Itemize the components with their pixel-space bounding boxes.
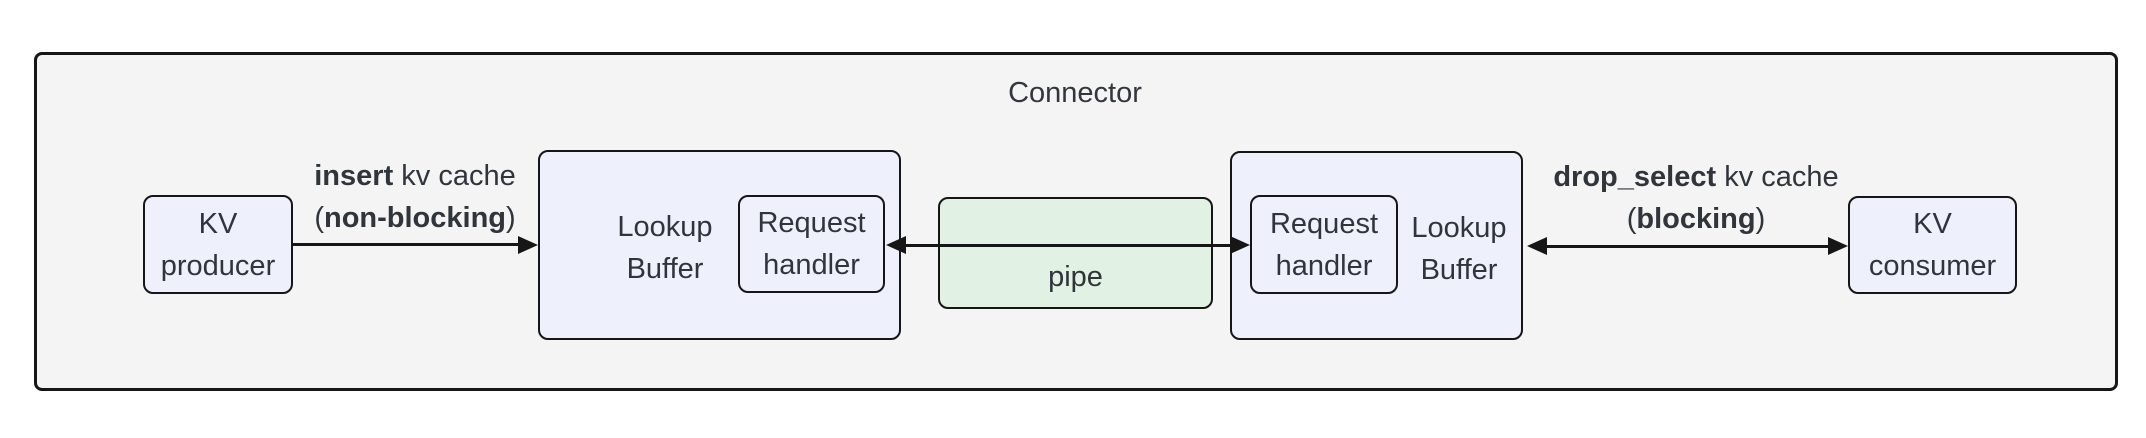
kv-consumer-node: KV consumer — [1848, 196, 2017, 294]
insert-edge-paren-open: ( — [314, 202, 324, 234]
drop-select-edge-label-line1: drop_select kv cache — [1546, 156, 1846, 198]
insert-edge-label-line2: (non-blocking) — [295, 197, 535, 239]
kv-producer-label-line2: producer — [160, 249, 276, 282]
drop-select-edge-bold: drop_select — [1553, 161, 1717, 193]
lookup-buffer-left-line2: Buffer — [626, 253, 704, 285]
pipe-label: pipe — [1048, 261, 1103, 293]
lookup-buffer-right-label: Lookup Buffer — [1398, 207, 1520, 291]
insert-arrowhead-right — [518, 236, 538, 254]
lookup-buffer-left-label: Lookup Buffer — [560, 206, 770, 290]
drop-select-edge-bold2: blocking — [1636, 203, 1756, 235]
insert-arrow-line — [293, 243, 521, 246]
kv-consumer-label-line1: KV — [1913, 208, 1952, 240]
connector-title: Connector — [1008, 77, 1142, 109]
drop-select-paren-close: ) — [1755, 203, 1766, 235]
request-handler-right-line2: handler — [1275, 249, 1373, 282]
insert-edge-bold2: non-blocking — [323, 202, 507, 234]
pipe-arrowhead-left — [886, 236, 906, 254]
lookup-buffer-right-line1: Lookup — [1411, 212, 1507, 244]
insert-edge-bold: insert — [314, 160, 394, 192]
kv-consumer-label-line2: consumer — [1868, 250, 1997, 282]
lookup-buffer-right-line2: Buffer — [1420, 254, 1498, 286]
request-handler-right-line1: Request — [1269, 207, 1378, 240]
request-handler-left-node: Request handler — [738, 195, 885, 293]
insert-edge-label-line1: insert kv cache — [295, 155, 535, 197]
drop-select-arrowhead-right — [1828, 237, 1848, 255]
drop-select-edge-label-line2: (blocking) — [1546, 198, 1846, 240]
pipe-arrowhead-right — [1230, 236, 1250, 254]
kv-producer-node: KV producer — [143, 195, 293, 294]
insert-edge-paren-close: ) — [506, 202, 516, 234]
insert-edge-label: insert kv cache (non-blocking) — [295, 155, 535, 239]
kv-producer-label-line1: KV — [198, 207, 238, 240]
drop-select-edge-label: drop_select kv cache (blocking) — [1546, 156, 1846, 240]
pipe-arrow-line — [904, 244, 1232, 247]
insert-edge-rest: kv cache — [393, 160, 516, 192]
drop-select-paren-open: ( — [1626, 203, 1637, 235]
drop-select-edge-rest: kv cache — [1716, 161, 1839, 193]
drop-select-arrow-line — [1545, 245, 1831, 248]
pipe-node — [938, 197, 1213, 309]
lookup-buffer-left-line1: Lookup — [617, 211, 713, 243]
request-handler-right-node: Request handler — [1250, 195, 1398, 294]
request-handler-left-line2: handler — [763, 249, 860, 281]
request-handler-left-line1: Request — [757, 207, 866, 239]
drop-select-arrowhead-left — [1527, 237, 1547, 255]
